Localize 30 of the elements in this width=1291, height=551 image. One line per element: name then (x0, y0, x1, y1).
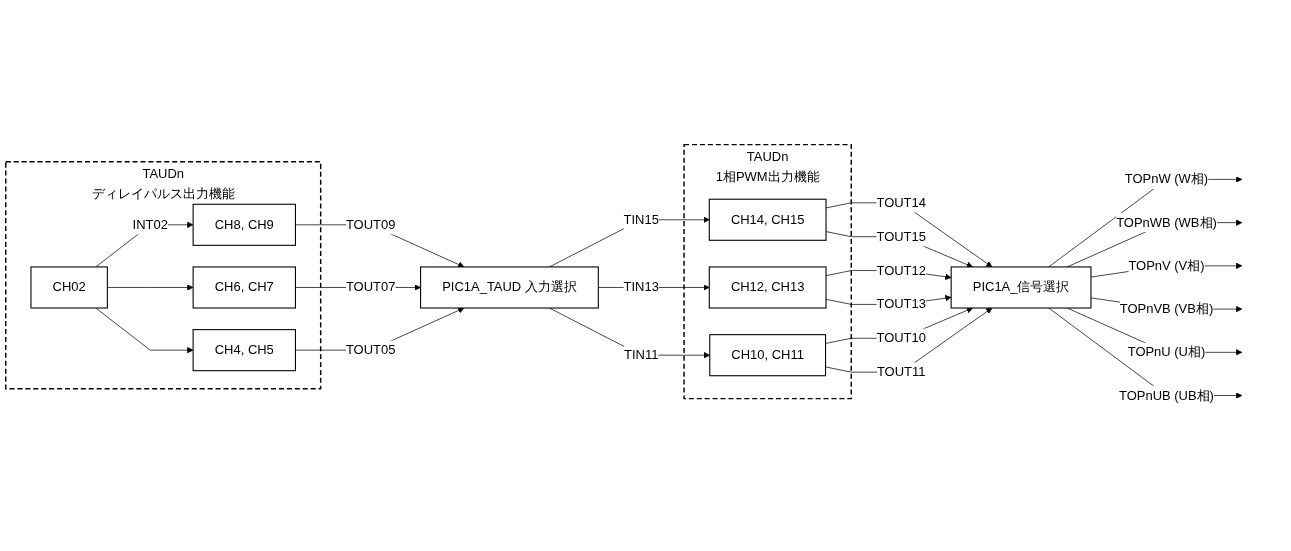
edge-label: TOUT15 (876, 229, 926, 244)
node-label: 1相PWM出力機能 (715, 169, 820, 184)
edge-label: TIN11 (624, 347, 659, 363)
edge-label: TIN15 (623, 212, 659, 227)
edge-label: TOUT07 (345, 279, 396, 295)
edge-label: TOUT11 (876, 364, 926, 379)
edge-label: TOUT10 (876, 330, 926, 346)
edge-label: TOUT05 (345, 342, 396, 357)
edge-label: TOPnWB (WB相) (1116, 215, 1217, 230)
edge-label: TOPnVB (VB相) (1119, 301, 1214, 316)
edge-label: TOPnUB (UB相) (1119, 387, 1214, 403)
node-box: CH10, CH11 (709, 334, 827, 377)
edge-label: TOPnV (V相) (1128, 258, 1205, 273)
node-box: CH6, CH7 (192, 266, 296, 309)
node-box: PIC1A_TAUD 入力選択 (420, 266, 599, 309)
node-box: CH14, CH15 (708, 198, 827, 241)
node-box: CH02 (30, 266, 108, 309)
edge-label: INT02 (132, 217, 168, 232)
edge-label: TOPnW (W相) (1124, 171, 1209, 187)
node-box: CH4, CH5 (192, 329, 296, 372)
edge-label: TOUT12 (876, 262, 926, 278)
node-box: PIC1A_信号選択 (950, 266, 1092, 309)
node-box: CH8, CH9 (192, 203, 296, 246)
edge-label: TOUT13 (876, 296, 926, 312)
edge-label: TOUT14 (876, 195, 926, 210)
node-box: CH12, CH13 (708, 266, 827, 309)
edge-label: TIN13 (623, 279, 659, 295)
edge-label: TOPnU (U相) (1127, 344, 1206, 360)
edge-label: TOUT09 (345, 217, 396, 232)
node-label: ディレイパルス出力機能 (91, 186, 235, 201)
